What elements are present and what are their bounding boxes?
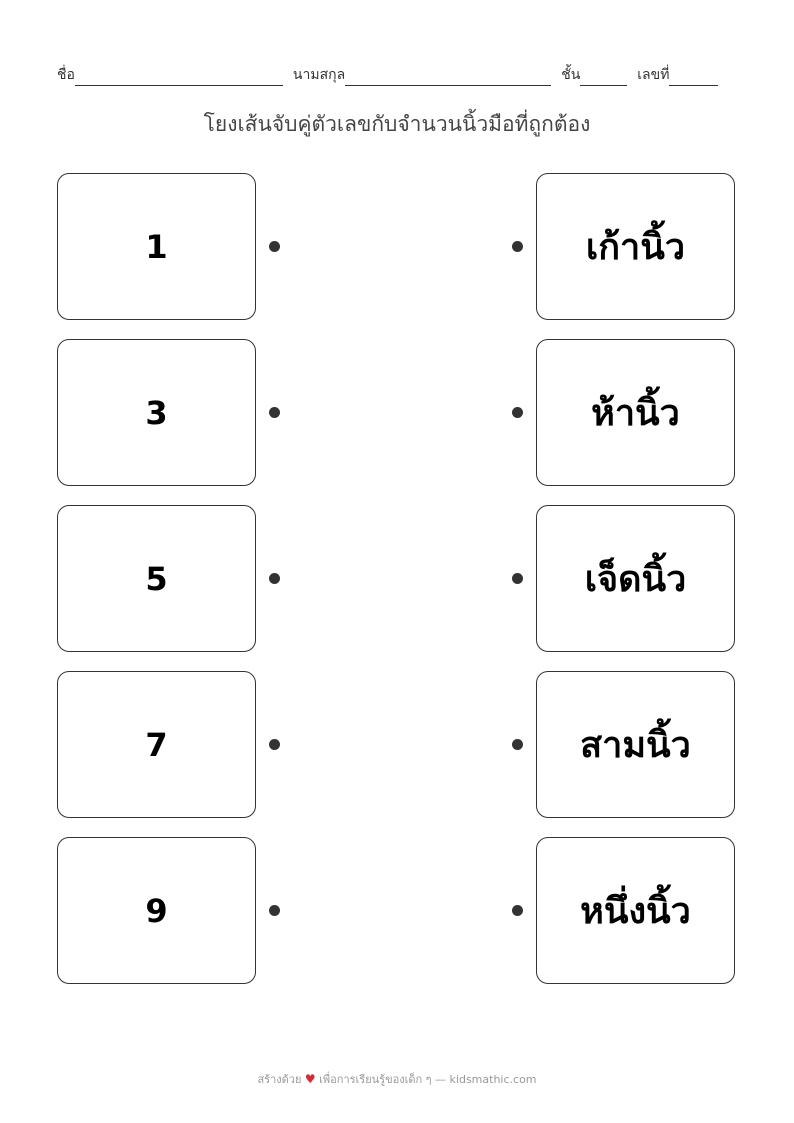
word-card: หนึ่งนิ้ว	[536, 837, 735, 984]
right-connector-dot[interactable]	[512, 573, 523, 584]
word-card: ห้านิ้ว	[536, 339, 735, 486]
right-connector-dot[interactable]	[512, 739, 523, 750]
footer: สร้างด้วย ♥ เพื่อการเรียนรู้ของเด็ก ๆ — …	[0, 1070, 794, 1088]
number-text: 5	[145, 559, 168, 598]
left-connector-dot[interactable]	[269, 407, 280, 418]
word-text: สามนิ้ว	[580, 725, 691, 766]
left-connector-dot[interactable]	[269, 739, 280, 750]
footer-made-with: สร้างด้วย	[257, 1073, 302, 1086]
word-text: เก้านิ้ว	[585, 227, 686, 268]
number-text: 9	[145, 891, 168, 930]
number-card: 7	[57, 671, 256, 818]
right-connector-dot[interactable]	[512, 407, 523, 418]
number-card: 9	[57, 837, 256, 984]
word-card: เจ็ดนิ้ว	[536, 505, 735, 652]
surname-label: นามสกุล	[292, 67, 346, 83]
class-label: ชั้น	[561, 67, 581, 83]
left-connector-dot[interactable]	[269, 905, 280, 916]
left-connector-dot[interactable]	[269, 573, 280, 584]
right-connector-dot[interactable]	[512, 905, 523, 916]
number-text: 1	[145, 227, 168, 266]
word-text: ห้านิ้ว	[591, 393, 680, 434]
word-card: เก้านิ้ว	[536, 173, 735, 320]
word-text: เจ็ดนิ้ว	[584, 559, 687, 600]
number-text: 7	[145, 725, 168, 764]
number-field[interactable]	[669, 69, 719, 86]
number-card: 1	[57, 173, 256, 320]
student-info-header: ชื่อ นามสกุล ชั้น เลขที่	[57, 64, 747, 86]
surname-field[interactable]	[345, 69, 552, 86]
right-connector-dot[interactable]	[512, 241, 523, 252]
name-label: ชื่อ	[57, 67, 75, 83]
number-card: 5	[57, 505, 256, 652]
footer-purpose: เพื่อการเรียนรู้ของเด็ก ๆ — kidsmathic.c…	[319, 1073, 537, 1086]
number-text: 3	[145, 393, 168, 432]
number-card: 3	[57, 339, 256, 486]
heart-icon: ♥	[304, 1072, 316, 1086]
word-card: สามนิ้ว	[536, 671, 735, 818]
word-text: หนึ่งนิ้ว	[580, 891, 691, 932]
worksheet-title: โยงเส้นจับคู่ตัวเลขกับจำนวนนิ้วมือที่ถูก…	[203, 112, 591, 136]
left-connector-dot[interactable]	[269, 241, 280, 252]
class-field[interactable]	[580, 69, 628, 86]
number-label: เลขที่	[637, 67, 670, 83]
name-field[interactable]	[74, 69, 283, 86]
